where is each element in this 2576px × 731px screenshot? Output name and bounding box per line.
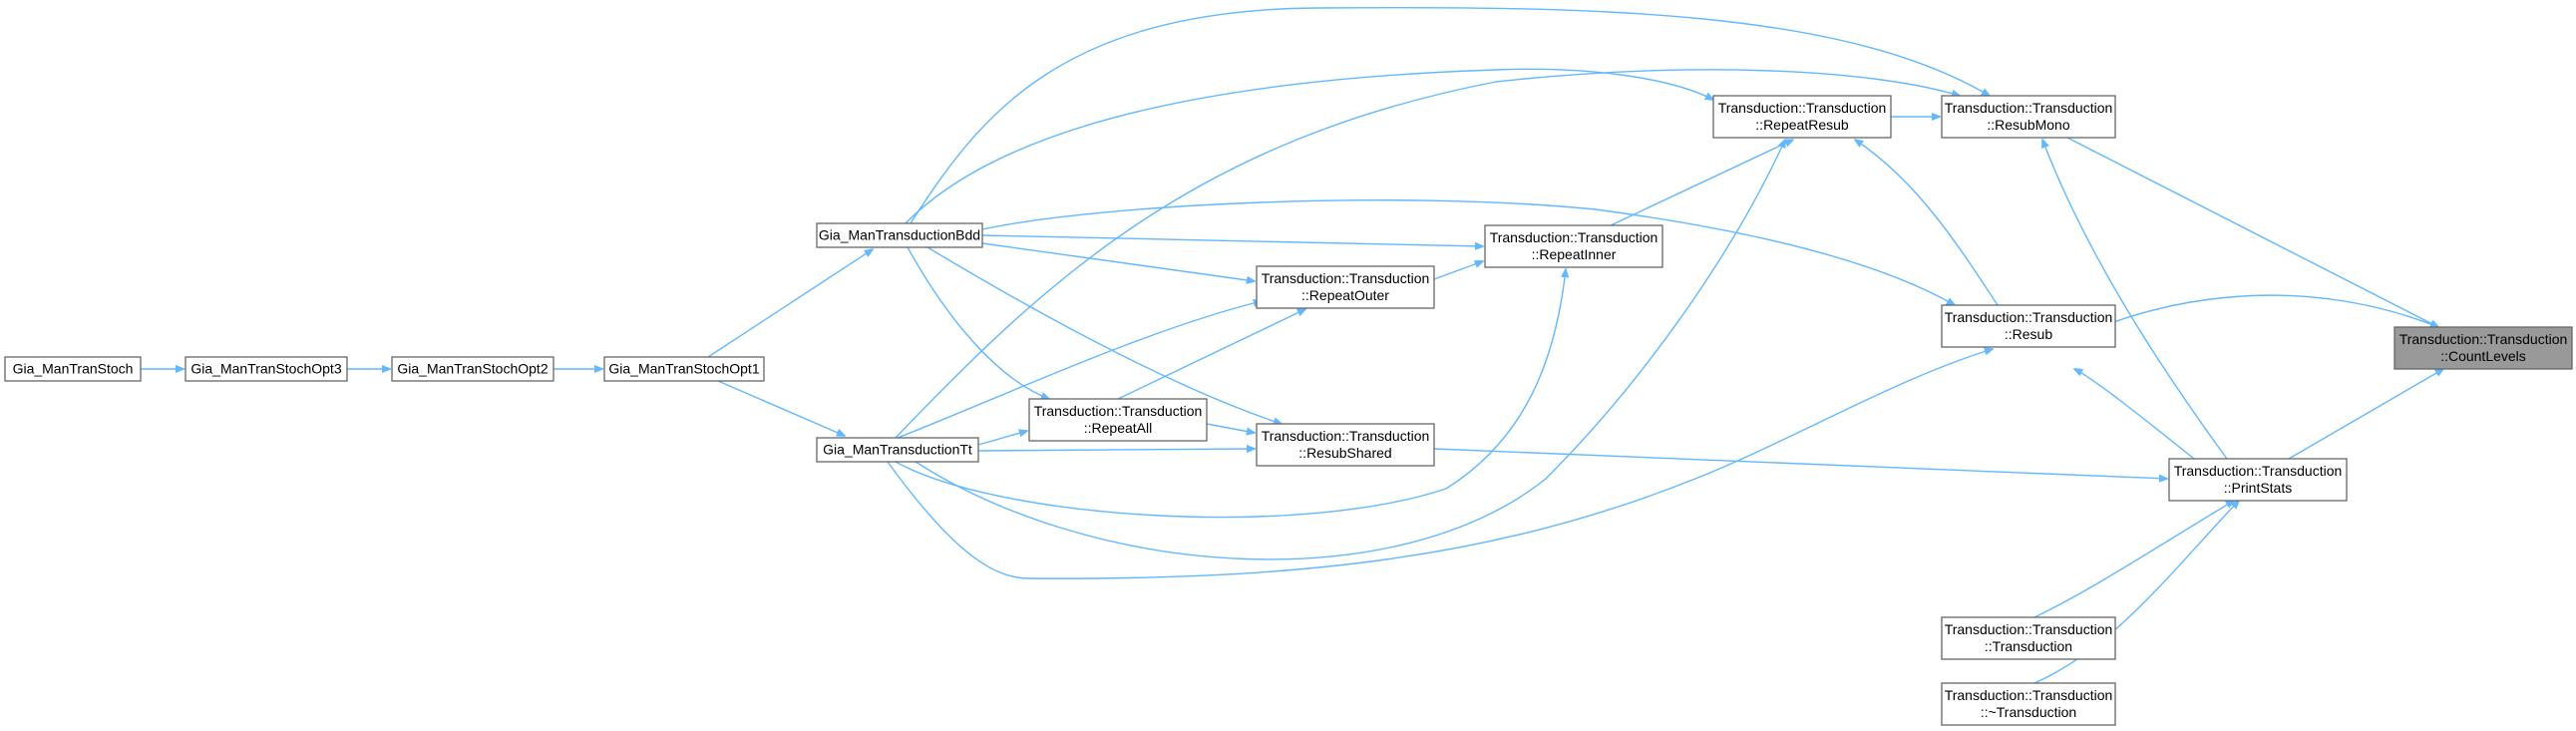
edge-tt-repeatinner xyxy=(895,269,1566,519)
node-label-line: Gia_ManTranStoch xyxy=(13,361,134,377)
node-label-line: Transduction::Transduction xyxy=(1034,403,1203,419)
edge-opt1-bdd xyxy=(707,249,873,358)
node-box xyxy=(816,222,983,248)
node-repeatall[interactable]: Transduction::Transduction::RepeatAll xyxy=(1028,398,1208,442)
edge-repeatouter-repeatinner xyxy=(1433,261,1483,280)
edge-tt-resubmono xyxy=(895,69,1960,439)
node-label-line: Gia_ManTranStochOpt1 xyxy=(608,361,759,377)
node-label-line: Gia_ManTranStochOpt3 xyxy=(190,361,341,377)
node-label-line: Transduction::Transduction xyxy=(1945,621,2113,637)
edge-resubshared-printstats xyxy=(1433,448,2167,479)
node-box xyxy=(1941,616,2116,660)
node-opt2[interactable]: Gia_ManTranStochOpt2 xyxy=(391,356,554,382)
node-label-line: Transduction::Transduction xyxy=(1945,687,2113,703)
node-countlevels[interactable]: Transduction::Transduction::CountLevels xyxy=(2393,326,2573,370)
node-label-line: ::~Transduction xyxy=(1981,704,2076,720)
edges-layer xyxy=(141,6,2443,684)
node-box xyxy=(1712,95,1892,139)
node-box xyxy=(4,356,142,382)
node-label-line: ::Resub xyxy=(2005,326,2052,342)
edge-printstats-resubmono xyxy=(2042,140,2228,460)
node-box xyxy=(2168,458,2348,502)
node-repeatouter[interactable]: Transduction::Transduction::RepeatOuter xyxy=(1256,265,1435,309)
node-label-line: ::RepeatAll xyxy=(1084,420,1152,436)
edge-repeatall-repeatouter xyxy=(1117,309,1305,400)
node-resub[interactable]: Transduction::Transduction::Resub xyxy=(1941,304,2116,348)
node-box xyxy=(1941,95,2116,139)
node-box xyxy=(1941,304,2116,348)
node-tt[interactable]: Gia_ManTransductionTt xyxy=(816,437,979,463)
edge-ctor-printstats xyxy=(2033,501,2234,618)
edge-resub-repeatresub xyxy=(1855,140,1999,306)
node-label-line: Gia_ManTranStochOpt2 xyxy=(397,361,548,377)
node-box xyxy=(816,437,979,463)
edge-tt-resubshared xyxy=(977,449,1255,451)
edge-tt-repeatresub xyxy=(915,140,1785,560)
node-label-line: ::ResubShared xyxy=(1298,445,1391,461)
edge-printstats-repeatresub xyxy=(2074,369,2195,460)
node-box xyxy=(1484,224,1663,268)
node-opt3[interactable]: Gia_ManTranStochOpt3 xyxy=(184,356,348,382)
node-bdd[interactable]: Gia_ManTransductionBdd xyxy=(816,222,983,248)
node-label-line: ::RepeatOuter xyxy=(1301,287,1389,303)
edge-tt-resub xyxy=(887,349,1993,579)
node-label-line: ::RepeatResub xyxy=(1755,117,1849,133)
node-resubshared[interactable]: Transduction::Transduction::ResubShared xyxy=(1256,423,1435,467)
node-label-line: Transduction::Transduction xyxy=(1262,270,1430,286)
edge-bdd-resubmono xyxy=(910,6,1990,224)
node-box xyxy=(603,356,765,382)
edge-tt-repeatall xyxy=(977,431,1027,446)
node-label-line: ::CountLevels xyxy=(2440,348,2526,364)
node-label-line: ::Transduction xyxy=(1985,638,2072,654)
edge-bdd-resub xyxy=(981,199,1955,305)
edge-tt-repeatouter xyxy=(897,301,1262,439)
node-label-line: ::ResubMono xyxy=(1987,117,2069,133)
node-box xyxy=(1941,682,2116,726)
node-box xyxy=(184,356,348,382)
nodes-layer: Transduction::Transduction::CountLevelsT… xyxy=(4,95,2573,726)
edge-repeatinner-repeatresub xyxy=(1610,140,1793,226)
node-repeatinner[interactable]: Transduction::Transduction::RepeatInner xyxy=(1484,224,1663,268)
node-label-line: Transduction::Transduction xyxy=(2174,463,2343,479)
edge-bdd-resubshared xyxy=(926,246,1282,424)
node-box xyxy=(1256,423,1435,467)
node-label-line: Transduction::Transduction xyxy=(1945,309,2113,325)
node-label-line: Gia_ManTransductionBdd xyxy=(819,227,980,243)
edge-bdd-repeatinner xyxy=(981,234,1483,246)
node-label-line: Transduction::Transduction xyxy=(2399,331,2568,347)
node-box xyxy=(1256,265,1435,309)
node-stoch[interactable]: Gia_ManTranStoch xyxy=(4,356,142,382)
node-label-line: Transduction::Transduction xyxy=(1945,100,2113,116)
node-box xyxy=(2393,326,2573,370)
node-label-line: Transduction::Transduction xyxy=(1718,100,1887,116)
node-resubmono[interactable]: Transduction::Transduction::ResubMono xyxy=(1941,95,2116,139)
edge-opt1-tt xyxy=(717,380,845,436)
edge-bdd-repeatouter xyxy=(981,242,1255,281)
node-label-line: ::PrintStats xyxy=(2224,480,2292,496)
edge-bdd-repeatresub xyxy=(905,68,1713,224)
node-box xyxy=(1028,398,1208,442)
node-label-line: ::RepeatInner xyxy=(1532,246,1617,262)
node-ctor[interactable]: Transduction::Transduction::Transduction xyxy=(1941,616,2116,660)
edge-resubmono-countlevels xyxy=(2066,137,2438,327)
edge-printstats-countlevels xyxy=(2288,369,2443,460)
node-printstats[interactable]: Transduction::Transduction::PrintStats xyxy=(2168,458,2348,502)
edge-bdd-repeatall xyxy=(907,246,1049,399)
node-dtor[interactable]: Transduction::Transduction::~Transductio… xyxy=(1941,682,2116,726)
node-opt1[interactable]: Gia_ManTranStochOpt1 xyxy=(603,356,765,382)
node-label-line: Gia_ManTransductionTt xyxy=(823,442,972,458)
node-box xyxy=(391,356,554,382)
node-label-line: Transduction::Transduction xyxy=(1262,428,1430,444)
edge-repeatall-resubshared xyxy=(1206,423,1255,433)
edge-dtor-printstats xyxy=(2033,501,2239,684)
node-repeatresub[interactable]: Transduction::Transduction::RepeatResub xyxy=(1712,95,1892,139)
node-label-line: Transduction::Transduction xyxy=(1490,229,1658,245)
